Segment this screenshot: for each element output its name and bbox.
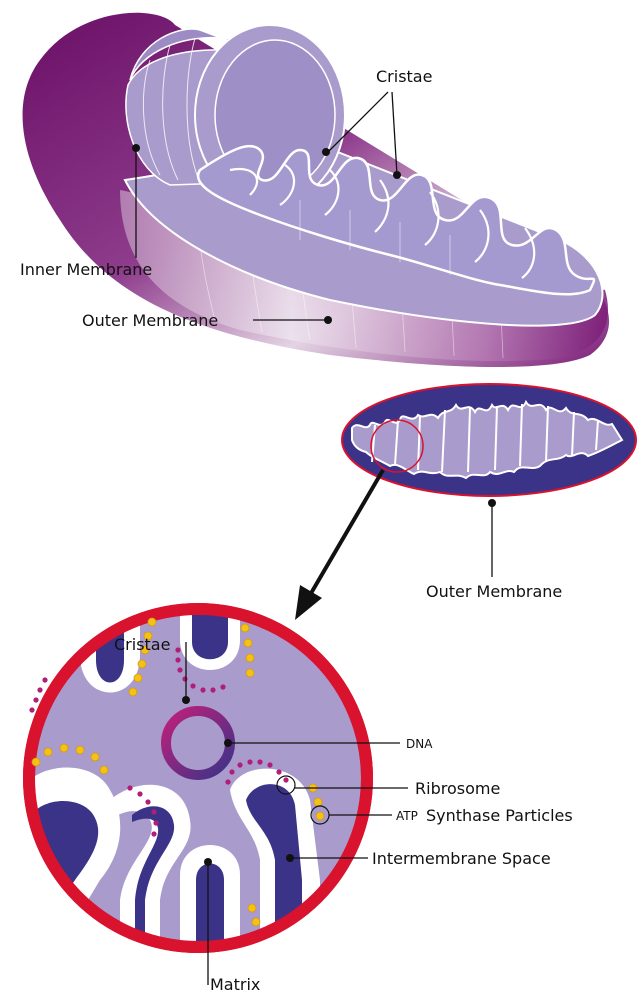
bottom-label-ribosome: Ribrosome <box>415 779 500 798</box>
zoom-arrow <box>295 470 383 620</box>
magnified-section <box>20 600 373 960</box>
bottom-label-atp-rest: Synthase Particles <box>426 806 573 825</box>
bottom-label-cristae: Cristae <box>114 635 170 654</box>
bottom-label-atp-prefix: ATP <box>396 809 418 823</box>
oval-label-outer-membrane: Outer Membrane <box>426 582 562 601</box>
bottom-label-matrix: Matrix <box>210 975 260 994</box>
top-label-cristae: Cristae <box>376 67 432 86</box>
top-label-inner-membrane: Inner Membrane <box>20 260 152 279</box>
bottom-label-dna: DNA <box>406 737 433 751</box>
cross-section-oval <box>342 384 636 496</box>
bottom-label-intermembrane-space: Intermembrane Space <box>372 849 551 868</box>
top-label-outer-membrane: Outer Membrane <box>82 311 218 330</box>
oval-outer-membrane-group: Outer Membrane <box>426 499 562 601</box>
